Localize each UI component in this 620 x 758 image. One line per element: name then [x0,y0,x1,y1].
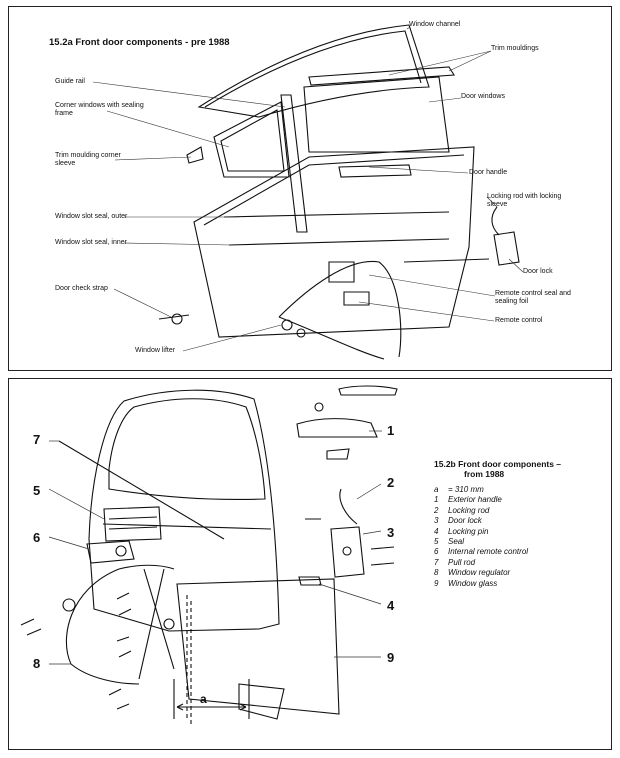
window-glass-part [176,578,340,715]
legend-key: 4 [434,526,439,536]
slot-seal-outer-part [223,211,450,218]
legend-item: 4 Locking pin [434,527,604,537]
door-lock-part [493,231,520,266]
label-corner-windows: Corner windows with sealing frame [55,102,144,117]
diagram-panel-from-1988: 1 2 3 4 5 6 7 8 9 a 15.2b Front door com… [8,378,612,750]
pull-rod-part [58,440,225,540]
callout-8: 8 [33,656,41,671]
leader-lines [92,26,524,352]
legend-text: Locking pin [448,526,489,536]
locking-rod-part [339,488,358,525]
legend-item: 9 Window glass [434,579,604,589]
label-locking-rod: Locking rod with locking sleeve [487,193,562,208]
legend-text: = 310 mm [448,485,484,494]
door-window-opening [108,398,266,501]
guide-rail-part [280,94,308,233]
legend-item: a = 310 mm [434,485,604,495]
legend-key: 1 [434,495,439,505]
door-lock-part-b [330,526,365,578]
legend-key: 9 [434,578,439,588]
callout-1: 1 [387,423,395,438]
legend-key: 7 [434,557,439,567]
legend-item: 3 Door lock [434,516,604,526]
trim-moulding-part [308,66,455,86]
door-exploded-drawing-from-1988 [20,385,398,727]
seal-part [103,506,162,542]
legend-text: Seal [448,537,465,547]
door-frame-part [88,389,280,632]
window-lifter-part [278,260,402,358]
callout-9: 9 [387,650,395,665]
legend-text: Window regulator [448,568,511,578]
slot-seal-inner-part [228,238,450,246]
label-door-check-strap: Door check strap [55,285,108,292]
door-window-glass [303,76,450,153]
callout-4: 4 [387,598,395,613]
legend-item: 5 Seal [434,537,604,547]
corner-sleeve-part [186,146,204,164]
legend-text: Window glass [448,578,498,588]
legend-text: Door lock [448,516,482,526]
legend-key: 8 [434,568,439,578]
label-window-slot-seal-inner: Window slot seal, inner [55,239,127,246]
legend-key: 6 [434,547,439,557]
legend-key: a [434,485,439,494]
callout-3: 3 [387,525,395,540]
callout-2: 2 [387,475,395,490]
panel-b-title: 15.2b Front door components – from 1988 [434,459,604,479]
callout-5: 5 [33,483,41,498]
label-guide-rail: Guide rail [55,78,85,85]
panel-b-title-line2: from 1988 [464,469,505,479]
label-window-lifter: Window lifter [135,347,176,354]
legend-key: 5 [434,537,439,547]
legend-item: 6 Internal remote control [434,547,604,557]
window-regulator-part [65,564,175,665]
legend-text: Internal remote control [448,547,529,557]
label-window-slot-seal-outer: Window slot seal, outer [55,213,128,220]
door-check-strap-part [158,314,190,320]
label-door-windows: Door windows [461,93,505,100]
label-remote-control: Remote control [495,317,543,324]
label-window-channel: Window channel [409,21,461,28]
legend-text: Exterior handle [448,495,502,505]
callout-6: 6 [33,530,41,545]
panel-a-title: 15.2a Front door components - pre 1988 [49,37,230,48]
legend-text: Pull rod [448,557,476,567]
door-exploded-drawing-pre-1988 [92,24,524,360]
label-door-lock: Door lock [523,268,553,275]
door-handle-part [338,164,412,178]
legend-key: 2 [434,505,439,515]
door-shell-part [193,146,475,338]
remote-control-part [328,261,355,283]
locking-pin-part [298,576,322,586]
label-trim-moulding-corner-sleeve: Trim moulding corner sleeve [55,152,121,167]
internal-remote-control-part [86,540,135,564]
dimension-a-label: a [200,692,207,706]
legend-item: 8 Window regulator [434,568,604,578]
panel-b-title-line1: 15.2b Front door components – [434,459,562,469]
legend-item: 2 Locking rod [434,506,604,516]
label-door-handle: Door handle [469,169,508,176]
legend-text: Locking rod [448,505,490,515]
exterior-handle-part [296,418,378,438]
label-remote-control-seal: Remote control seal and sealing foil [495,290,571,305]
legend-item: 1 Exterior handle [434,495,604,505]
legend-key: 3 [434,516,439,526]
diagram-panel-pre-1988: 15.2a Front door components - pre 1988 W… [8,6,612,371]
legend: 15.2b Front door components – from 1988 … [434,459,604,589]
label-trim-mouldings: Trim mouldings [491,45,539,52]
legend-item: 7 Pull rod [434,558,604,568]
window-channel-part [197,24,430,118]
callout-leader-lines [48,430,382,665]
callout-7: 7 [33,432,41,447]
